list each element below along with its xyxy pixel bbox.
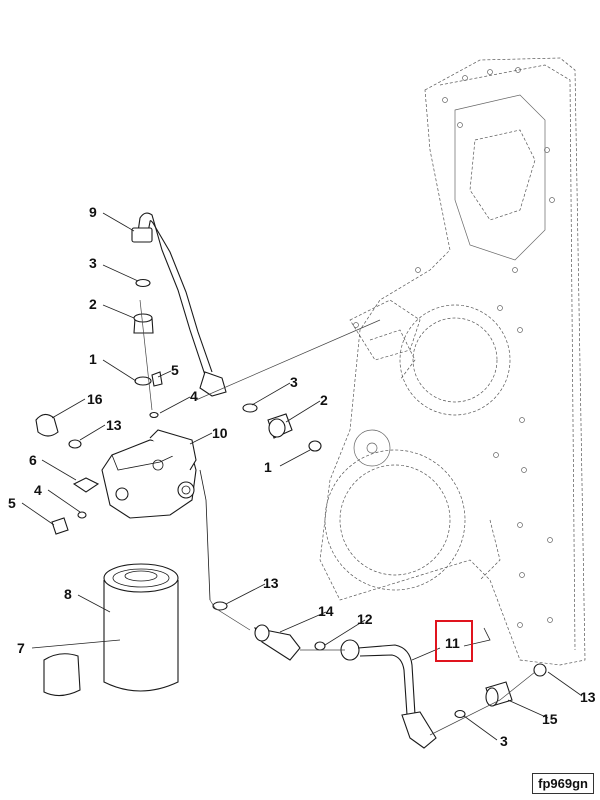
filter-decal: [43, 653, 81, 697]
callout-8: 8: [64, 586, 72, 602]
assembly-centerlines: [139, 299, 536, 736]
callout-2: 2: [320, 392, 328, 408]
callout-16: 16: [87, 391, 103, 407]
callout-13: 13: [106, 417, 122, 433]
callout-10: 10: [212, 425, 228, 441]
callout-6: 6: [29, 452, 37, 468]
callout-13: 13: [263, 575, 279, 591]
callout-12: 12: [357, 611, 373, 627]
callout-2: 2: [89, 296, 97, 312]
upper-fitting-stack: [133, 278, 163, 419]
callout-1: 1: [89, 351, 97, 367]
callout-labels: 9 3 2 1 5 4 3 2 16 13 10 6 1 4 5 8 7 13 …: [8, 204, 596, 749]
callout-9: 9: [89, 204, 97, 220]
callout-11: 11: [445, 635, 460, 651]
callout-3: 3: [89, 255, 97, 271]
callout-5: 5: [8, 495, 16, 511]
callout-14: 14: [318, 603, 334, 619]
callout-5: 5: [171, 362, 179, 378]
highlight-box: [435, 620, 473, 662]
callout-3: 3: [290, 374, 298, 390]
engine-housing: [319, 57, 586, 666]
filter-head: [101, 429, 211, 601]
callout-13: 13: [580, 689, 596, 705]
callout-1: 1: [264, 459, 272, 475]
callout-4: 4: [34, 482, 42, 498]
leader-lines: [21, 212, 583, 741]
lower-right-fittings: [454, 663, 547, 719]
oil-filter: [103, 563, 179, 692]
figure-reference-code: fp969gn: [532, 773, 594, 794]
lower-oil-hose: [212, 601, 437, 749]
left-small-parts: [35, 413, 100, 535]
callout-7: 7: [17, 640, 25, 656]
callout-15: 15: [542, 711, 558, 727]
upper-oil-hose: [131, 212, 227, 397]
callout-3: 3: [500, 733, 508, 749]
callout-4: 4: [190, 388, 198, 404]
right-fitting-stack: [242, 403, 322, 452]
